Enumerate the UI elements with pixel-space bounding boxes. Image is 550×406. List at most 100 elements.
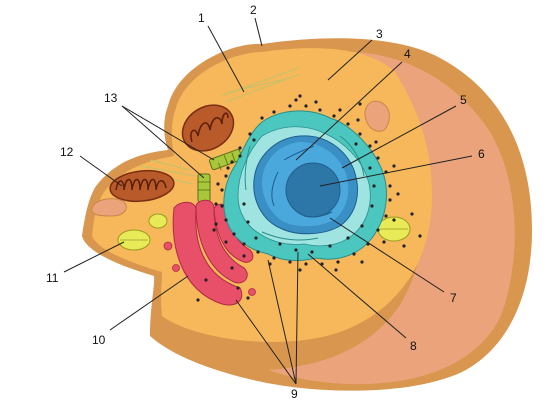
label-3: 3 <box>376 27 383 41</box>
ribosome-dot <box>304 262 308 266</box>
leader-line-4 <box>295 61 403 161</box>
leader-line-5 <box>341 105 457 169</box>
label-6: 6 <box>478 147 485 161</box>
ribosome-dot <box>368 166 372 170</box>
label-5: 5 <box>460 93 467 107</box>
leader-line-13b <box>121 105 215 161</box>
leader-line-11 <box>63 241 125 273</box>
chromatin <box>271 145 333 218</box>
ribosome-dot <box>338 108 342 112</box>
ribosome-dot <box>196 298 200 302</box>
ribosome-dot <box>252 138 256 142</box>
ribosome-dot <box>224 174 228 178</box>
ribosome-dot <box>360 224 364 228</box>
leader-line-8 <box>307 253 407 339</box>
ribosome-dot <box>392 164 396 168</box>
ribosome-dot <box>336 260 340 264</box>
ribosome-dot <box>238 154 242 158</box>
ribosome-dot <box>376 156 380 160</box>
ribosome-dot <box>278 242 282 246</box>
ribosome-dot <box>272 256 276 260</box>
cell-shadow <box>268 52 515 385</box>
ribosome-dot <box>358 102 362 106</box>
leader-line-12 <box>79 155 123 187</box>
ribosomes <box>196 94 422 302</box>
leader-line-1 <box>207 25 245 93</box>
mitochondrion-lower <box>109 169 175 203</box>
ribosome-dot <box>358 132 362 136</box>
ribosome-dot <box>242 202 246 206</box>
label-1: 1 <box>198 11 205 25</box>
ribosome-dot <box>304 104 308 108</box>
ribosome-dot <box>384 214 388 218</box>
lysosomes <box>117 213 411 251</box>
ribosome-dot <box>216 182 220 186</box>
ribosome-dot <box>368 144 372 148</box>
ribosome-dot <box>402 244 406 248</box>
leader-line-3 <box>327 39 373 81</box>
ribosome-dot <box>298 268 302 272</box>
ribosome-dot <box>242 242 246 246</box>
leader-line-6 <box>319 155 473 187</box>
label-2: 2 <box>250 3 257 17</box>
ribosome-dot <box>230 160 234 164</box>
ribosome-dot <box>254 236 258 240</box>
ribosome-dot <box>294 248 298 252</box>
label-11: 11 <box>46 271 59 285</box>
ribosome-dot <box>352 252 356 256</box>
ribosome-dot <box>388 198 392 202</box>
leader-line-10 <box>109 275 189 331</box>
number-labels: 1 2 3 4 5 6 7 8 9 10 11 12 13 <box>46 3 485 401</box>
ribosome-dot <box>220 188 224 192</box>
leader-line-9c <box>295 251 299 385</box>
membrane-fold <box>364 100 390 132</box>
leader-lines <box>63 17 473 385</box>
ribosome-dot <box>260 116 264 120</box>
ribosome-dot <box>246 220 250 224</box>
ribosome-dot <box>410 212 414 216</box>
ribosome-dot <box>382 240 386 244</box>
leader-line-13a <box>121 105 205 179</box>
ribosome-dot <box>256 250 260 254</box>
leader-line-2 <box>254 17 263 47</box>
pinocytic-vesicle <box>91 198 127 217</box>
ribosome-dot <box>246 296 250 300</box>
ribosome-dot <box>298 94 302 98</box>
nucleus <box>253 135 358 235</box>
ribosome-dot <box>372 184 376 188</box>
ribosome-dot <box>318 108 322 112</box>
ribosome-dot <box>242 254 246 258</box>
ribosome-dot <box>236 286 240 290</box>
label-13: 13 <box>104 91 118 105</box>
ribosome-dot <box>288 260 292 264</box>
ribosome-dot <box>334 268 338 272</box>
mitochondrion-upper <box>181 104 235 152</box>
ribosome-dot <box>214 222 218 226</box>
ribosome-dot <box>396 192 400 196</box>
ribosome-dot <box>418 234 422 238</box>
ribosome-dot <box>272 110 276 114</box>
label-7: 7 <box>450 291 457 305</box>
ribosome-dot <box>374 140 378 144</box>
ribosome-dot <box>214 202 218 206</box>
ribosome-dot <box>354 142 358 146</box>
ribosome-dot <box>224 240 228 244</box>
ribosome-dot <box>356 118 360 122</box>
leader-line-7 <box>329 217 445 293</box>
ribosome-dot <box>294 98 298 102</box>
label-12: 12 <box>60 145 74 159</box>
ribosome-dot <box>360 260 364 264</box>
ribosome-dot <box>248 132 252 136</box>
label-10: 10 <box>92 333 106 347</box>
ribosome-dot <box>226 166 230 170</box>
leader-line-9b <box>267 259 297 385</box>
ribosome-dot <box>288 104 292 108</box>
ribosome-dot <box>232 232 236 236</box>
ribosome-dot <box>230 266 234 270</box>
ribosome-dot <box>204 278 208 282</box>
ribosome-dot <box>346 122 350 126</box>
ribosome-dot <box>392 218 396 222</box>
ribosome-dot <box>328 244 332 248</box>
